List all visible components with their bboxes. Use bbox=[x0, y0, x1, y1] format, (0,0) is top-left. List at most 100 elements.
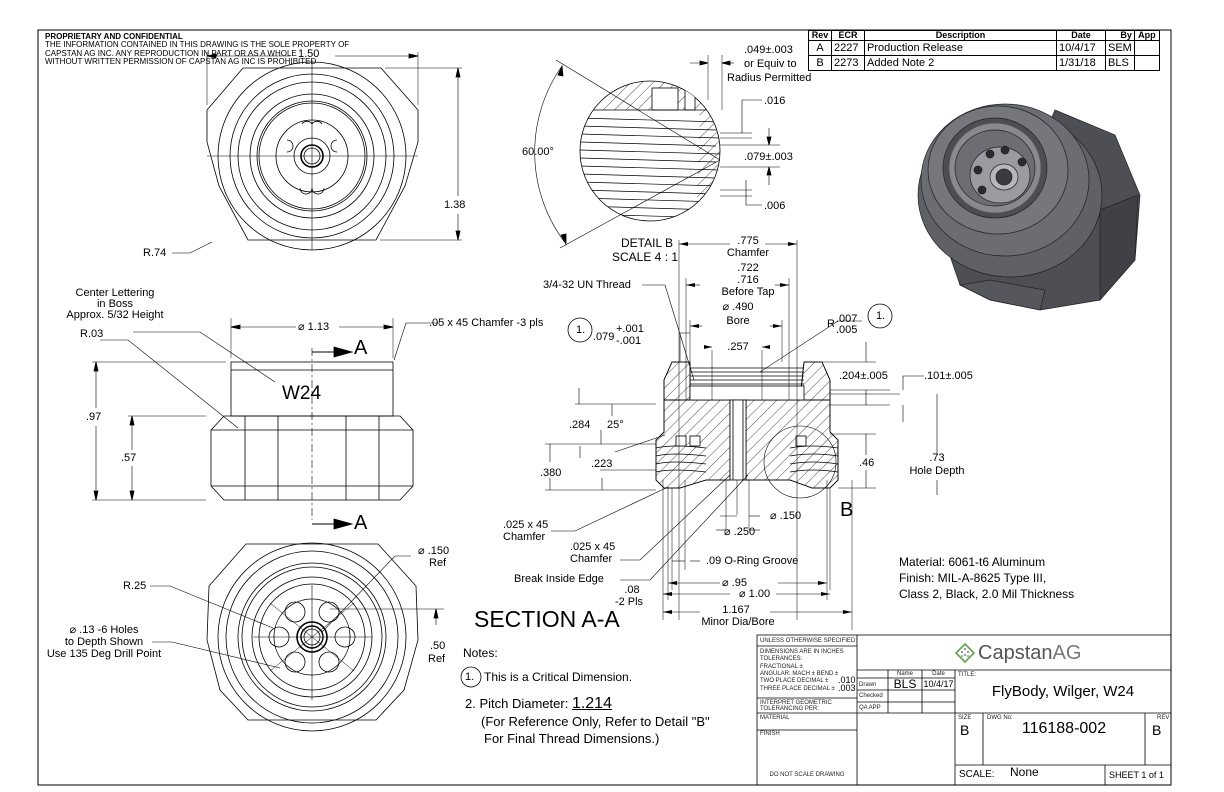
by-cell: BLS bbox=[1105, 55, 1135, 71]
tb-tolerances: TOLERANCES: bbox=[760, 656, 803, 662]
chamfer-outer-1: .025 x 45 bbox=[503, 519, 549, 531]
rev-cell: A bbox=[808, 40, 832, 56]
tb-rev-value: B bbox=[1152, 722, 1162, 738]
material-note-2: Finish: MIL-A-8625 Type III, bbox=[899, 571, 1047, 585]
description-header: Description bbox=[864, 30, 1057, 41]
app-header: App bbox=[1133, 30, 1160, 41]
dim-101: .101±.005 bbox=[924, 370, 973, 382]
break-edge-label: Break Inside Edge bbox=[514, 573, 604, 585]
dim-bore: ⌀ .490 bbox=[722, 301, 754, 313]
dia-150: ⌀ .150 bbox=[770, 510, 802, 522]
tb-material: MATERIAL bbox=[760, 715, 790, 721]
tb-checked-label: Checked bbox=[859, 693, 883, 699]
revision-row: A 2227 Production Release 10/4/17 SEM bbox=[808, 40, 1160, 56]
material-note-3: Class 2, Black, 2.0 Mil Thickness bbox=[899, 587, 1075, 601]
company-name: Capstan bbox=[978, 642, 1053, 664]
proprietary-title: PROPRIETARY AND CONFIDENTIAL bbox=[45, 32, 183, 41]
critical-markers bbox=[460, 303, 893, 688]
radius-r74: R.74 bbox=[143, 247, 167, 259]
tb-date-header: Date bbox=[932, 671, 945, 677]
tb-three-place-val: .003 bbox=[838, 683, 856, 693]
dim-257: .257 bbox=[727, 341, 749, 353]
dim-722: .722 bbox=[737, 262, 759, 274]
radius-tol-r: R bbox=[827, 318, 835, 330]
note-2-prefix: 2. Pitch Diameter: bbox=[465, 696, 572, 711]
description-cell: Added Note 2 bbox=[864, 55, 1057, 71]
critical-tol-value: .079 bbox=[593, 331, 615, 343]
radius-tol-upper: .007 bbox=[836, 313, 858, 325]
section-aa-view bbox=[545, 240, 938, 630]
detail-b-marker: B bbox=[840, 499, 854, 521]
note-2-text: 2. Pitch Diameter: 1.214 bbox=[465, 695, 612, 712]
lettering-note-1: Center Lettering bbox=[75, 287, 155, 299]
dim-before-tap-label: Before Tap bbox=[721, 286, 775, 298]
center-dia-150: ⌀ .150 bbox=[418, 545, 450, 557]
dim-46: .46 bbox=[859, 457, 875, 469]
dia-250: ⌀ .250 bbox=[724, 526, 756, 538]
ecr-header: ECR bbox=[831, 30, 865, 41]
minor-dia-label: Minor Dia/Bore bbox=[701, 616, 775, 628]
tb-scale-label: SCALE: bbox=[959, 769, 995, 780]
app-cell bbox=[1133, 55, 1160, 71]
relief-note-2: or Equiv to bbox=[744, 58, 797, 70]
detail-b-scale: SCALE 4 : 1 bbox=[612, 250, 679, 264]
dim-08: .08 bbox=[624, 584, 640, 596]
holes-note-3: Use 135 Deg Drill Point bbox=[46, 648, 162, 660]
critical-tol-plus: +.001 bbox=[616, 323, 644, 335]
date-cell: 10/4/17 bbox=[1056, 40, 1106, 56]
minor-dia-value: 1.167 bbox=[722, 604, 750, 616]
critical-marker-1: 1. bbox=[576, 324, 586, 336]
proprietary-line-3: WITHOUT WRITTEN PERMISSION OF CAPSTAN AG… bbox=[45, 57, 317, 66]
bottom-view bbox=[150, 542, 444, 732]
dim-dia-113: ⌀ 1.13 bbox=[298, 321, 330, 333]
dwg-number: 116188-002 bbox=[1021, 720, 1107, 737]
lettering-note-3: Approx. 5/32 Height bbox=[66, 309, 164, 321]
lettering-note-2: in Boss bbox=[96, 298, 134, 310]
radius-r03: R.03 bbox=[80, 328, 104, 340]
ecr-cell: 2273 bbox=[831, 55, 865, 71]
dim-223: .223 bbox=[591, 458, 613, 470]
detail-angle: 60.00° bbox=[522, 146, 554, 158]
tb-do-not-scale: DO NOT SCALE DRAWING bbox=[769, 772, 845, 778]
date-header: Date bbox=[1056, 30, 1106, 41]
dim-775-label: Chamfer bbox=[726, 247, 770, 259]
tb-rev-label: REV bbox=[1157, 715, 1170, 721]
pitch-diameter-value: 1.214 bbox=[571, 695, 612, 712]
tb-scale-value: None bbox=[1010, 765, 1039, 779]
tb-finish: FINISH bbox=[760, 731, 780, 737]
tb-fractional: FRACTIONAL ± bbox=[760, 664, 803, 670]
dim-height-138: 1.38 bbox=[444, 199, 466, 211]
chamfer-outer-2: Chamfer bbox=[503, 531, 546, 543]
offset-dim-ref: Ref bbox=[428, 653, 446, 665]
isometric-render bbox=[917, 103, 1141, 311]
rev-header: Rev bbox=[808, 30, 832, 41]
note-1-marker: 1. bbox=[465, 671, 475, 683]
company-logo-text: CapstanAG bbox=[978, 642, 1081, 664]
revision-table: Rev ECR Description Date By App A 2227 P… bbox=[808, 30, 1160, 71]
drawing-title: FlyBody, Wilger, W24 bbox=[991, 683, 1135, 700]
radius-tol-lower: .005 bbox=[836, 324, 858, 336]
tb-interpret: INTERPRET GEOMETRIC bbox=[760, 700, 832, 706]
critical-marker-2: 1. bbox=[876, 310, 886, 322]
section-aa-title: SECTION A-A bbox=[474, 606, 620, 632]
tb-two-place: TWO PLACE DECIMAL ± bbox=[760, 678, 829, 684]
front-view bbox=[92, 318, 440, 530]
tb-sheet: SHEET 1 of 1 bbox=[1109, 770, 1164, 780]
tb-drawn-label: Drawn bbox=[859, 682, 877, 688]
dim-08-label: -2 Pls bbox=[614, 596, 644, 608]
rev-cell: B bbox=[808, 55, 832, 71]
title-block-lines bbox=[756, 634, 1172, 786]
dim-width-150: 1.50 bbox=[298, 48, 320, 60]
chamfer-inner-1: .025 x 45 bbox=[570, 541, 616, 553]
tb-name-header: Name bbox=[896, 671, 913, 677]
tb-drawn-date: 10/4/17 bbox=[923, 679, 954, 689]
critical-tol-minus: -.001 bbox=[616, 335, 642, 347]
tb-dwg-label: DWG No: bbox=[987, 715, 1013, 721]
note-2-line-2: (For Reference Only, Refer to Detail "B" bbox=[481, 714, 710, 729]
app-cell bbox=[1133, 40, 1160, 56]
tb-title-label: TITLE: bbox=[958, 672, 977, 678]
by-header: By bbox=[1105, 30, 1135, 41]
top-view bbox=[172, 52, 462, 254]
dim-775: .775 bbox=[737, 235, 759, 247]
section-marker-bottom: A bbox=[354, 512, 368, 534]
